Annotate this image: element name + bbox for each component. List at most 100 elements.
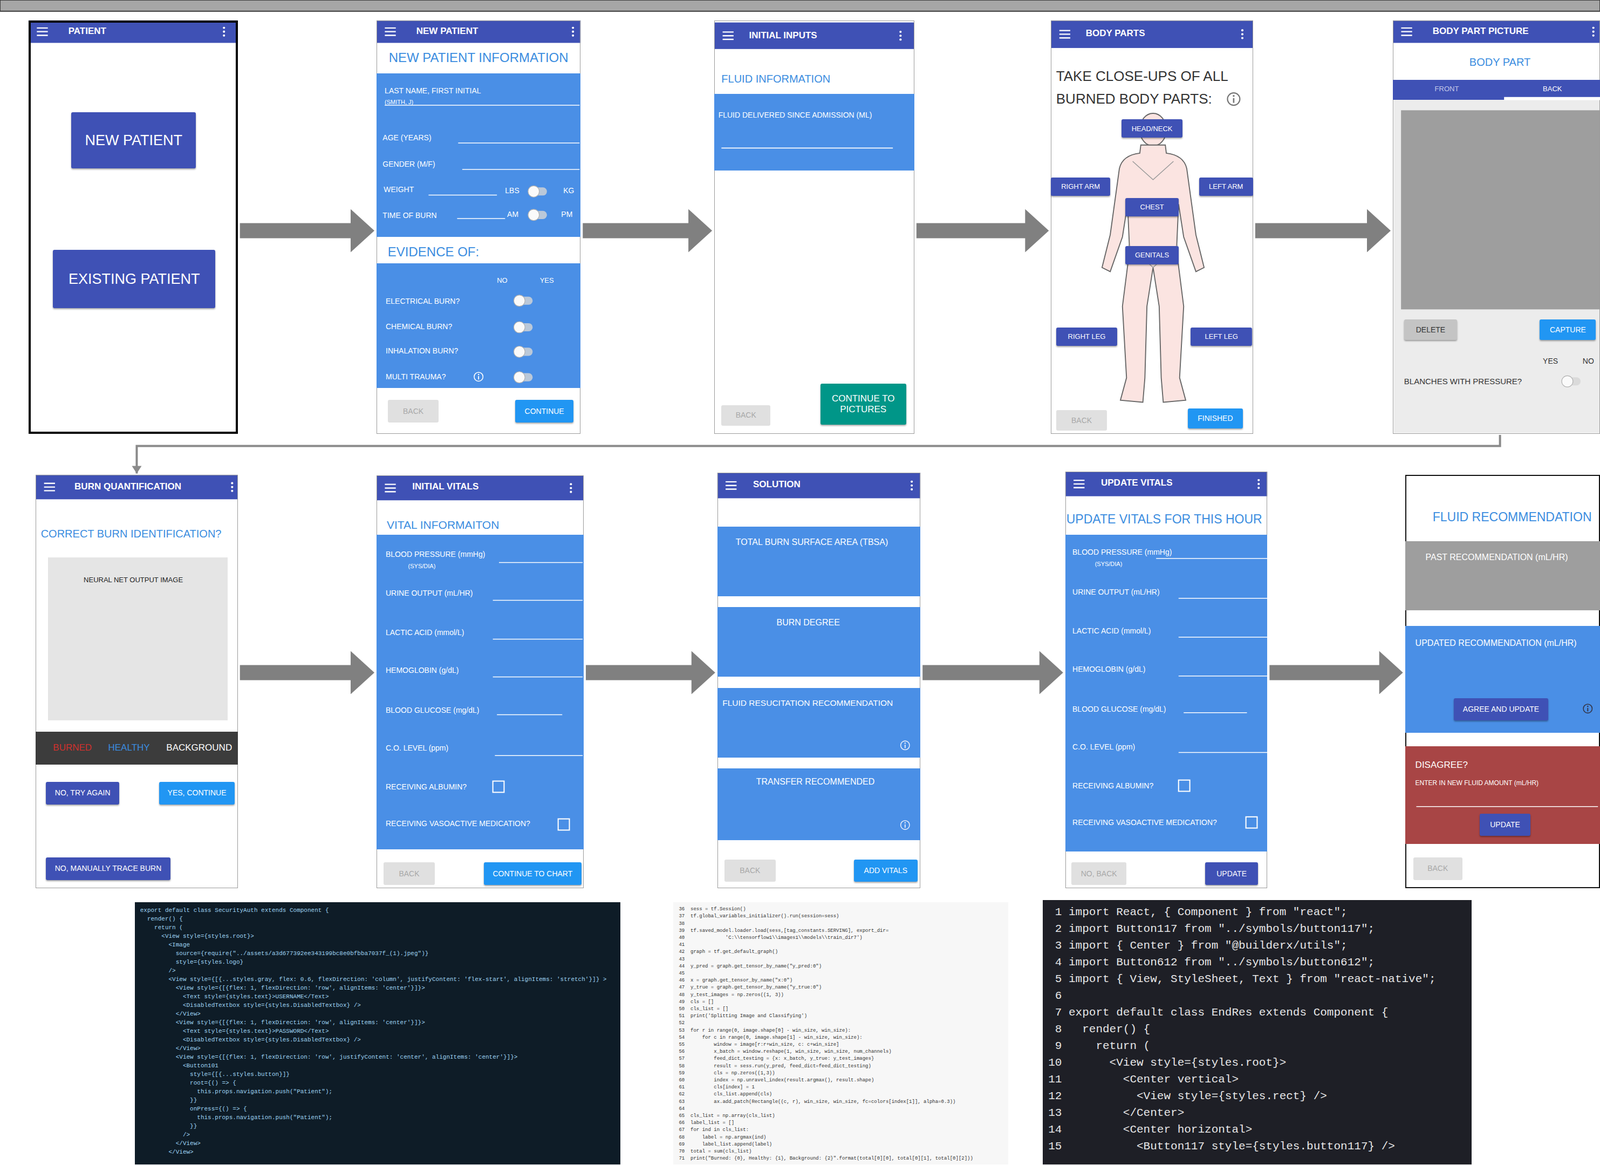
button-label: HEAD/NECK bbox=[1131, 124, 1173, 134]
result-panel: DISAGREE?ENTER IN NEW FLUID AMOUNT (mL/H… bbox=[1405, 746, 1600, 845]
field-label: BLOOD PRESSURE (mmHg) bbox=[1072, 547, 1172, 557]
field-label: URINE OUTPUT (mL/HR) bbox=[1072, 587, 1160, 597]
decoration bbox=[1227, 92, 1240, 106]
button-label: BACK bbox=[1427, 863, 1448, 873]
code-line: 5 import { View, StyleSheet, Text } from… bbox=[1048, 970, 1466, 988]
app-button: BACK bbox=[1056, 409, 1108, 431]
field-label: BLOOD GLUCOSE (mg/dL) bbox=[385, 705, 480, 715]
code-line: 62 cls_list.append(cls) bbox=[678, 1090, 1003, 1098]
field-label: YES bbox=[1542, 356, 1558, 366]
field-label: BURN DEGREE bbox=[776, 617, 840, 628]
code-line: 53 for r in range(0, image.shape[0] - wi… bbox=[678, 1027, 1003, 1035]
code-line: 68 label = np.argmax(ind) bbox=[678, 1133, 1003, 1141]
form-panel: LAST NAME, FIRST INITIAL(SMITH, J)AGE (Y… bbox=[376, 73, 581, 237]
result-panel: PAST RECOMMENDATION (mL/HR) bbox=[1405, 541, 1600, 611]
button-label: NO, BACK bbox=[1081, 869, 1118, 879]
field-label: WEIGHT bbox=[383, 185, 414, 195]
decoration bbox=[35, 474, 238, 499]
field-label: PM bbox=[561, 209, 573, 220]
body-figure bbox=[1102, 113, 1205, 402]
decoration bbox=[899, 30, 902, 41]
decoration bbox=[28, 20, 238, 44]
phone-screen: BURN QUANTIFICATIONCORRECT BURN IDENTIFI… bbox=[35, 474, 238, 888]
tab-bar: FRONTBACK bbox=[1392, 79, 1600, 101]
code-line: 70 total = sum(cls_list) bbox=[678, 1147, 1003, 1155]
app-button: NO, BACK bbox=[1071, 862, 1127, 885]
result-panel: FLUID RESUCITATION RECOMMENDATION bbox=[717, 687, 921, 758]
app-button: LEFT ARM bbox=[1199, 177, 1254, 196]
decoration bbox=[721, 147, 893, 149]
field-label: RECEIVING ALBUMIN? bbox=[1072, 781, 1154, 791]
code-line: 59 cls = np.zeros((1,3)) bbox=[678, 1069, 1003, 1077]
flow-arrow bbox=[922, 651, 1064, 695]
field-label: UPDATE VITALS FOR THIS HOUR bbox=[1066, 511, 1263, 528]
app-button: BACK bbox=[1413, 857, 1463, 880]
button-label: UPDATE bbox=[1489, 819, 1521, 830]
code-line: 4 import Button612 from "../symbols/butt… bbox=[1048, 953, 1466, 971]
app-button: NO, TRY AGAIN bbox=[45, 781, 120, 805]
decoration bbox=[725, 481, 737, 490]
decoration bbox=[1257, 479, 1260, 490]
app-button: LEFT LEG bbox=[1190, 327, 1252, 346]
code-line: 2 import Button117 from "../symbols/butt… bbox=[1048, 920, 1466, 938]
button-label: YES, CONTINUE bbox=[167, 788, 227, 798]
app-button: NO, MANUALLY TRACE BURN bbox=[45, 857, 171, 880]
app-button: BACK bbox=[383, 862, 435, 885]
decoration bbox=[1583, 703, 1592, 713]
app-button: NEW PATIENT bbox=[71, 112, 196, 169]
field-label: C.O. LEVEL (ppm) bbox=[1072, 742, 1135, 752]
code-line: 40 'C:\\tensorflow1\\images1\\models\\tr… bbox=[678, 934, 1003, 942]
decoration bbox=[513, 295, 533, 307]
screen-title: BURN QUANTIFICATION bbox=[74, 481, 182, 492]
field-label: (SMITH, J) bbox=[384, 98, 414, 106]
code-line: <DisabledTextbox style={styles.DisabledT… bbox=[140, 1000, 615, 1010]
result-panel: BURN DEGREE bbox=[717, 606, 921, 677]
code-line: onPress={() => { bbox=[140, 1104, 615, 1113]
decoration bbox=[376, 20, 581, 44]
code-line: root={() => { bbox=[140, 1078, 615, 1087]
field-label: NEURAL NET OUTPUT IMAGE bbox=[83, 575, 183, 585]
app-button: DELETE bbox=[1404, 319, 1458, 340]
app-button: CAPTURE bbox=[1539, 319, 1596, 340]
code-line: <View style={[{flex: 1, flexDirection: '… bbox=[140, 983, 615, 993]
code-line: this.props.navigation.push("Patient"); bbox=[140, 1086, 615, 1096]
code-line: source={require("../assets/a3d677392ee34… bbox=[140, 948, 615, 958]
decoration bbox=[1156, 558, 1268, 753]
code-line: 6 bbox=[1048, 987, 1466, 1004]
code-line: 43 bbox=[678, 955, 1003, 963]
field-label: BLOOD PRESSURE (mmHg) bbox=[385, 549, 485, 559]
code-line: 58 result = sess.run(y_pred, feed_dict=f… bbox=[678, 1062, 1003, 1070]
field-label: NO bbox=[1582, 356, 1595, 366]
decoration bbox=[1073, 480, 1085, 488]
code-line: 52 bbox=[678, 1019, 1003, 1027]
field-label: TIME OF BURN bbox=[382, 210, 437, 221]
code-line: 48 y_test_images = np.zeros((1, 3)) bbox=[678, 991, 1003, 999]
button-label: LEFT LEG bbox=[1205, 332, 1239, 341]
active-tab-indicator bbox=[1503, 97, 1600, 101]
button-label: GENITALS bbox=[1134, 250, 1169, 260]
code-line: 56 x_batch = window.reshape(1, win_size,… bbox=[678, 1048, 1003, 1056]
code-line: 71 print("Burned: {0}, Healthy: {1}, Bac… bbox=[678, 1154, 1003, 1162]
decoration bbox=[384, 105, 580, 219]
code-screenshot: 1 import React, { Component } from "reac… bbox=[1042, 899, 1472, 1165]
code-line: <View style={[{flex: 1, flexDirection: '… bbox=[140, 1052, 615, 1062]
field-label: C.O. LEVEL (ppm) bbox=[385, 743, 449, 753]
phone-screen: SOLUTIONTOTAL BURN SURFACE AREA (TBSA)BU… bbox=[717, 472, 921, 888]
button-label: NO, MANUALLY TRACE BURN bbox=[55, 863, 162, 873]
code-line: <View style={[{flex: 1, flexDirection: '… bbox=[140, 1017, 615, 1027]
code-line: }} bbox=[140, 1095, 615, 1105]
field-label: ENTER IN NEW FLUID AMOUNT (mL/HR) bbox=[1415, 778, 1539, 787]
decoration bbox=[36, 28, 48, 36]
app-button: BACK bbox=[721, 405, 771, 426]
field-label: NEW PATIENT INFORMATION bbox=[388, 50, 569, 66]
input-underlines bbox=[384, 105, 1598, 807]
code-line: 67 for ind in cls_list: bbox=[678, 1126, 1003, 1134]
code-screenshot: export default class SecurityAuth extend… bbox=[134, 901, 621, 1165]
image-placeholder: NEURAL NET OUTPUT IMAGE bbox=[48, 557, 228, 721]
result-panel: TOTAL BURN SURFACE AREA (TBSA) bbox=[717, 526, 921, 597]
decoration bbox=[717, 472, 921, 498]
field-label: (SYS/DIA) bbox=[408, 562, 436, 570]
phone-screen: BODY PARTSTAKE CLOSE-UPS OF ALL BURNED B… bbox=[1050, 20, 1254, 434]
field-label: LACTIC ACID (mmol/L) bbox=[1072, 626, 1151, 636]
